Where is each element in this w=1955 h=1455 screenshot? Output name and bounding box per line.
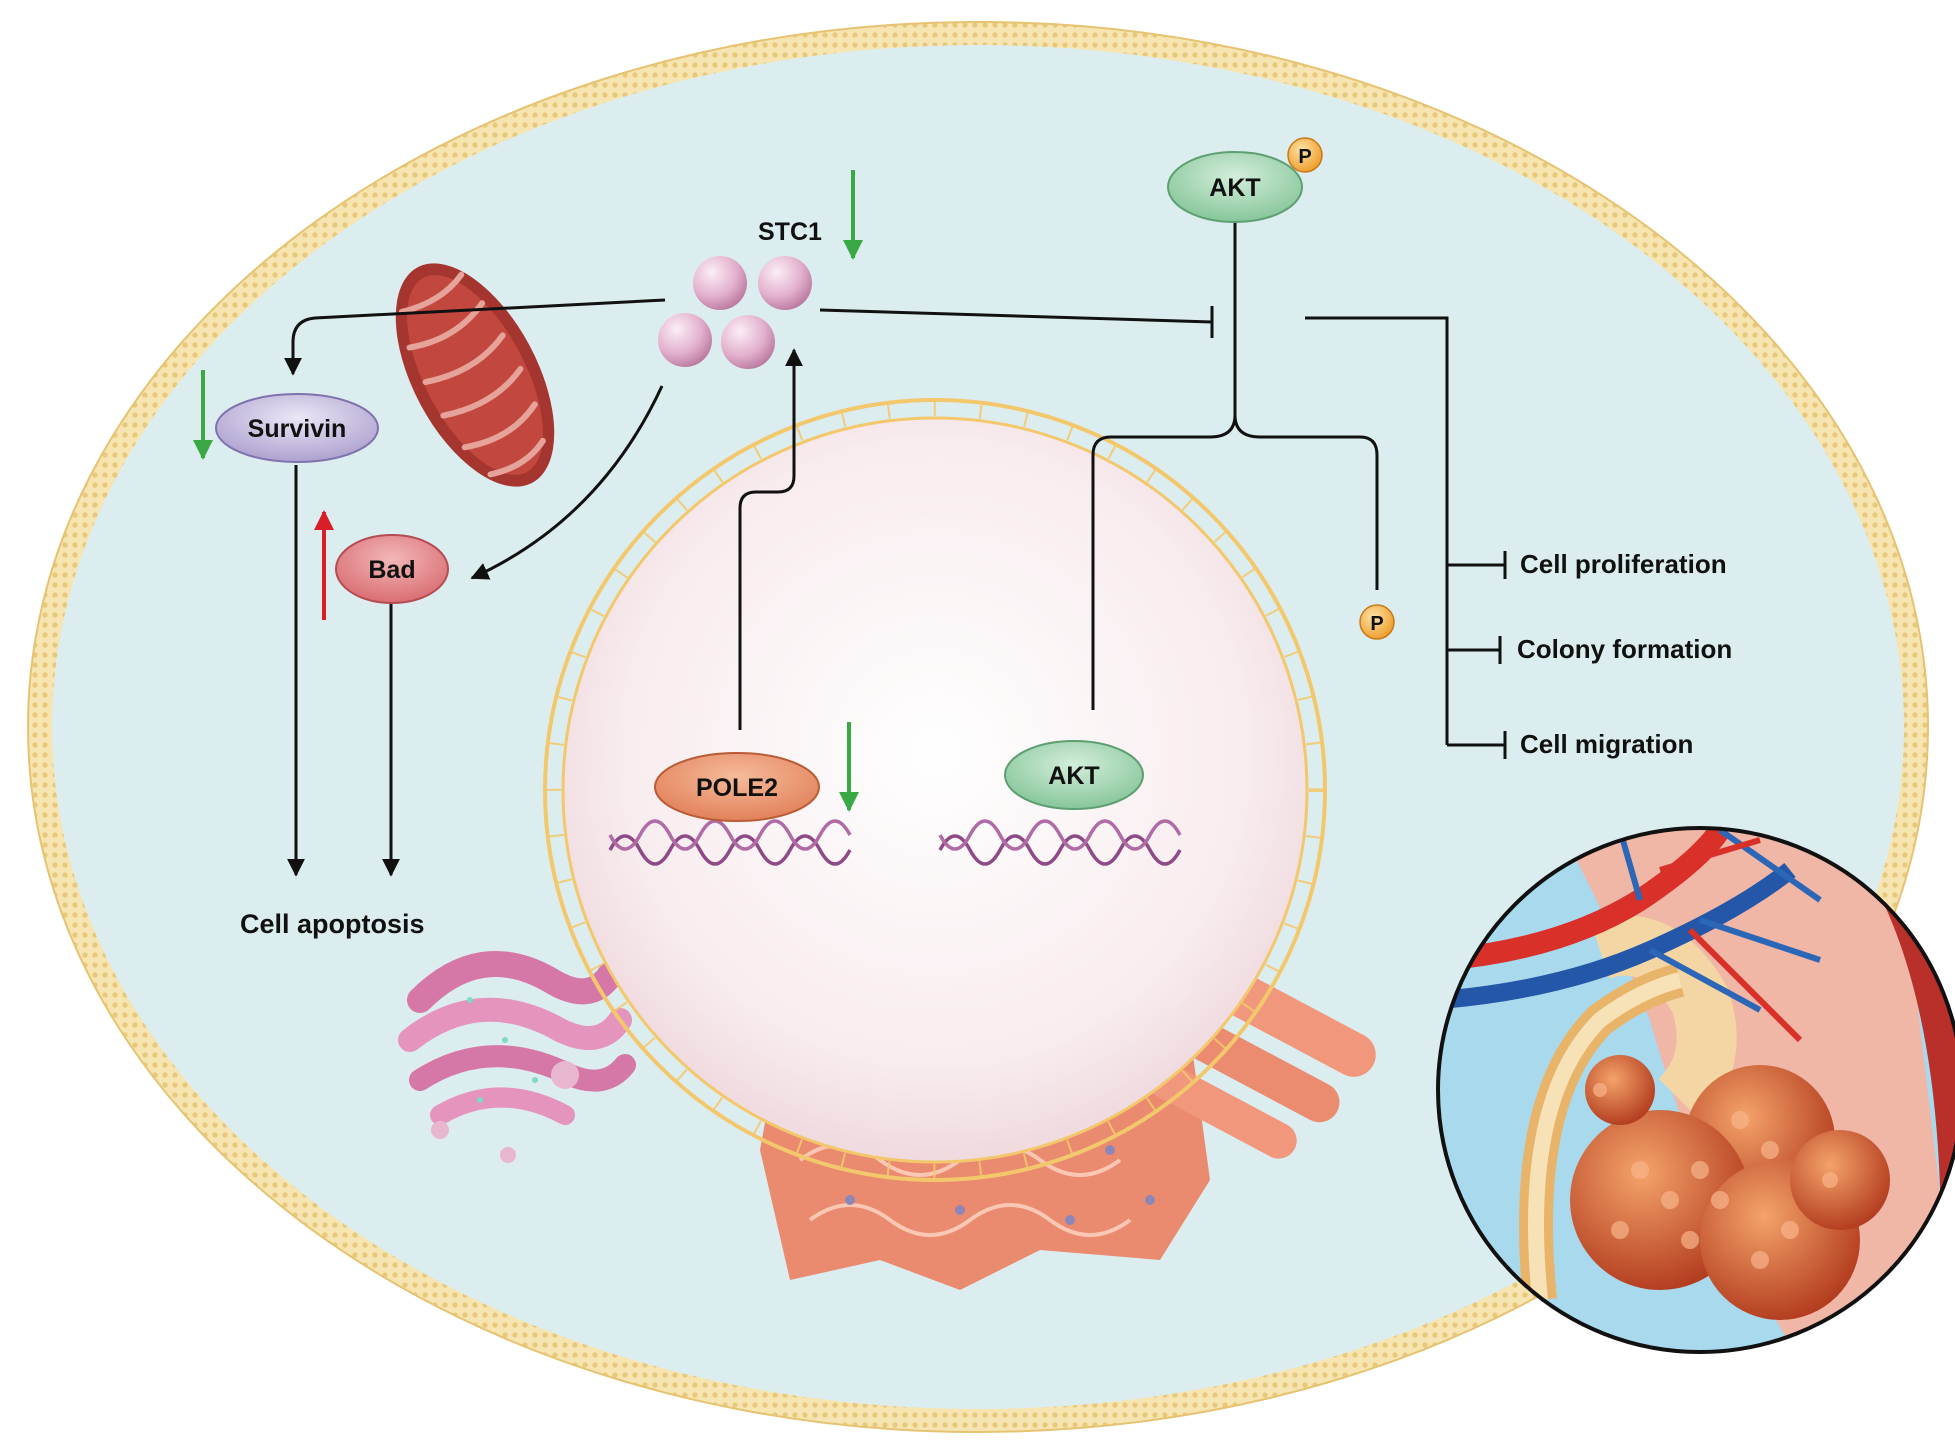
akt-top-label: AKT: [1209, 174, 1260, 202]
arrow-pole2-to-stc1: [738, 348, 803, 730]
arrow-stc1-to-bad: [470, 385, 664, 580]
pole2-node: [654, 752, 820, 822]
survivin-label: Survivin: [248, 415, 347, 443]
colony-formation-label: Colony formation: [1517, 634, 1732, 664]
akt-phospho-node: [1167, 151, 1303, 223]
nucleus-envelope-inner: [561, 416, 1309, 1164]
cell-migration-label: Cell migration: [1520, 729, 1693, 759]
cell-apoptosis-label: Cell apoptosis: [240, 909, 425, 939]
akt-nuclear-node: [1004, 740, 1144, 810]
bad-label: Bad: [368, 556, 415, 584]
inhibit-proliferation: [1447, 551, 1507, 579]
akt-nuclear-label: AKT: [1048, 762, 1099, 790]
cell-proliferation-label: Cell proliferation: [1520, 549, 1727, 579]
pathway-connectors: [284, 220, 1507, 877]
phosphate-top-label: P: [1298, 146, 1311, 168]
kidney-tumor-inset: [1436, 826, 1955, 1354]
pole2-label: POLE2: [696, 774, 778, 802]
inhibit-colony: [1447, 636, 1502, 664]
phosphate-mid-badge: [1359, 604, 1395, 640]
golgi-apparatus: [398, 951, 636, 1163]
dna-strand-pole2: [608, 819, 852, 866]
inhibit-stc1-to-akt: [819, 308, 1213, 324]
stc1-protein-cluster: [658, 256, 812, 369]
survivin-node: [215, 393, 379, 463]
bad-node: [335, 534, 449, 604]
nuclear-pores: [547, 402, 1323, 1178]
inhibit-migration: [1447, 731, 1507, 759]
mitochondrion: [395, 263, 555, 487]
akt-branch: [1091, 414, 1379, 710]
phosphate-mid-label: P: [1370, 613, 1383, 635]
stc1-label: STC1: [758, 218, 822, 246]
arrow-stc1-to-survivin: [284, 298, 666, 376]
phosphate-top-badge: [1287, 137, 1323, 173]
nucleus-envelope-outer: [543, 398, 1327, 1182]
dna-strand-akt: [938, 819, 1182, 866]
outcome-bracket: [1305, 316, 1449, 745]
